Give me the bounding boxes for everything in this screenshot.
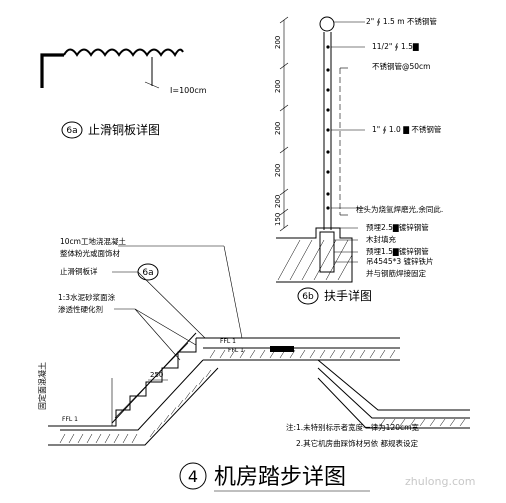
handrail-callout: 预埋2.5▇镀锌钢管	[366, 222, 429, 232]
dimension-ticks	[279, 16, 289, 232]
dimension-label: 200	[274, 122, 282, 135]
weld-dot	[326, 45, 330, 49]
embedded-sleeve	[319, 231, 335, 273]
note-2: 2.其它机房曲踩饰材另依 都规表设定	[296, 438, 419, 448]
plate-profile	[40, 53, 64, 88]
note-1: 注:1.未特别标示者宽度一律为120cm宽	[286, 422, 419, 432]
step-dimension: 250	[150, 371, 163, 379]
detail-6a-title: 止滑铜板详图	[88, 122, 160, 137]
weld-dot	[326, 128, 330, 132]
dimension-labels: 200 200 200 200 200 150	[274, 36, 282, 226]
stair-leaders	[112, 245, 243, 361]
stair-callout: 1:3水泥砂浆面涂	[58, 292, 116, 302]
main-title: 4 机房踏步详图	[179, 462, 370, 492]
dimension-label: 200	[274, 195, 282, 208]
callout-leaders	[331, 21, 365, 263]
handrail-callouts: 2" ∮ 1.5 m 不锈钢管 11/2" ∮ 1.5▇ 不锈钢管@50cm 1" ∮…	[356, 16, 443, 278]
base-hatch	[277, 239, 353, 281]
ref-6a-bubble	[137, 263, 159, 281]
weld-dot	[326, 192, 330, 196]
fl-label-2: FFL 1	[220, 338, 236, 345]
ref-6a-number: 6a	[142, 268, 153, 278]
weld-dot	[326, 170, 330, 174]
slab-hatch	[59, 349, 466, 444]
notes: 注:1.未特别标示者宽度一律为120cm宽 2.其它机房曲踩饰材另依 都规表设定	[286, 422, 419, 448]
handrail-callout: 2" ∮ 1.5 m 不锈钢管	[366, 16, 437, 26]
weld-dot	[326, 68, 330, 72]
stair-soffit-inner	[60, 359, 204, 431]
lower-slab-top	[317, 359, 470, 411]
dimension-label: 200	[274, 164, 282, 177]
handrail-base-slab	[276, 227, 353, 283]
detail-6b-bubble	[297, 287, 319, 305]
dimension-label: 200	[274, 80, 282, 93]
stair-callout: 10cm工地浇混凝土	[60, 236, 126, 246]
stair-rail-inner	[114, 342, 189, 419]
detail-6b-title: 扶手详图	[324, 288, 372, 303]
handrail-callout: 栓头为烧氩焊磨光,余同此.	[356, 204, 443, 214]
weld-dot	[326, 88, 330, 92]
handrail-callout: 吊4545*3 镀锌铁片	[366, 256, 434, 266]
main-title-text: 机房踏步详图	[214, 465, 346, 490]
plate-dimension: I=100cm	[170, 86, 207, 95]
stair-section: 250 固定面混凝土 FFL 1 FFL 1 FFL 1 10cm工地浇混凝土整…	[37, 236, 470, 446]
stair-callout: 止滑铜板详	[60, 266, 98, 276]
dimension-label: 200	[274, 36, 282, 49]
stair-callout: 渗透性硬化剂	[58, 304, 103, 314]
fl-label-3: FFL 1	[228, 347, 244, 354]
lower-slab-bottom	[317, 377, 470, 429]
handrail-callout: 1" ∮ 1.0 ▇ 不锈钢管	[372, 124, 442, 134]
handrail-callout: 11/2" ∮ 1.5▇	[372, 42, 419, 51]
detail-6a-bubble	[61, 121, 83, 139]
weld-dot	[326, 206, 330, 210]
main-title-bubble	[179, 462, 207, 490]
main-title-number: 4	[188, 467, 198, 486]
fl-label-1: FFL 1	[62, 416, 78, 423]
post-weld-points	[326, 45, 330, 210]
watermark: zhulong.com	[405, 475, 475, 488]
weld-dot	[326, 108, 330, 112]
anchor-tick	[144, 81, 160, 89]
detail-6a-number: 6a	[66, 126, 77, 136]
dimension-label: 150	[274, 213, 282, 226]
non-slip-plate-top	[270, 346, 294, 352]
lower-slab-line	[317, 367, 470, 419]
top-rail-section	[319, 16, 335, 32]
weld-dot	[326, 150, 330, 154]
stair-callout: 整体粉光或面饰材	[60, 248, 120, 258]
handrail-callout: 预埋1.5▇镀锌钢管	[366, 246, 429, 256]
detail-6b-number: 6b	[302, 292, 314, 302]
vertical-label: 固定面混凝土	[37, 362, 47, 410]
detail-6b: 200 200 200 200 200 150	[274, 16, 443, 305]
handrail-callout: 木封填充	[366, 234, 396, 244]
stair-soffit	[48, 367, 219, 446]
handrail-callout: 并与钢筋焊接固定	[366, 268, 426, 278]
handrail-callout: 不锈钢管@50cm	[372, 61, 430, 71]
plate-teeth	[63, 48, 184, 57]
detail-6a: I=100cm 6a 止滑铜板详图	[40, 48, 207, 139]
